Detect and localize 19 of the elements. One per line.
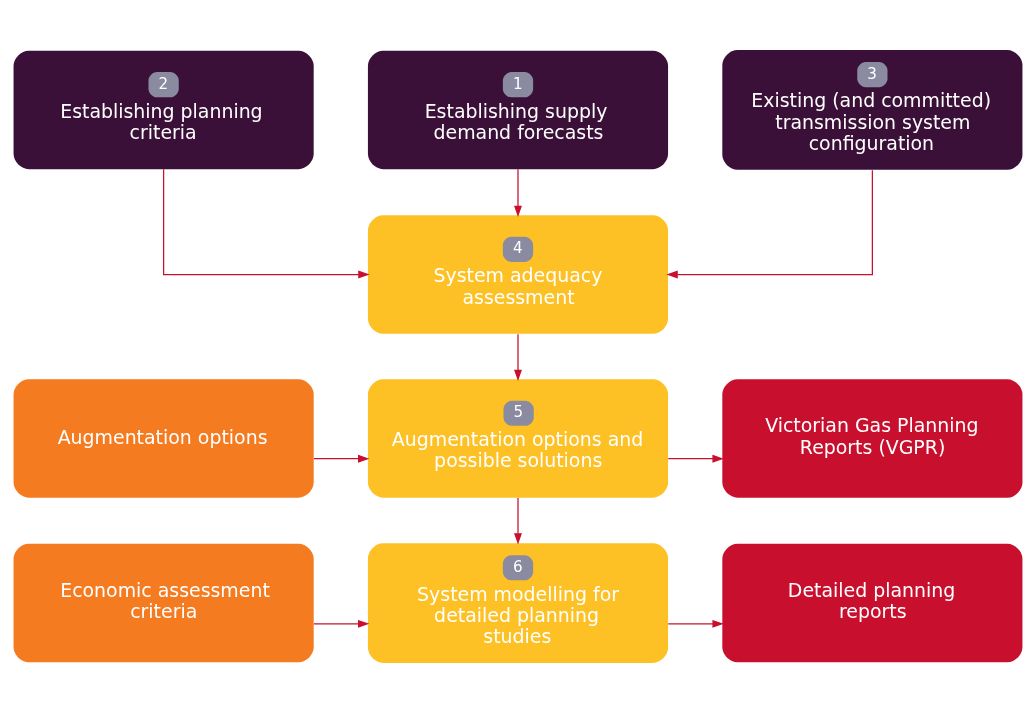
arrow xyxy=(667,619,724,628)
node-box: 6 System modelling for detailed planning studies xyxy=(367,543,669,663)
arrow xyxy=(313,619,370,628)
arrow xyxy=(667,454,724,463)
node-box: Economic assessment criteria xyxy=(13,543,314,663)
node-box: 2 Establishing planning criteria xyxy=(13,50,314,170)
node-box: 4 System adequacy assessment xyxy=(367,215,669,334)
arrow xyxy=(514,333,522,382)
arrow xyxy=(666,169,873,279)
arrow xyxy=(313,454,370,463)
node-box: 1 Establishing supply demand forecasts xyxy=(367,50,669,170)
arrow xyxy=(163,168,370,279)
node-box: 5 Augmentation options and possible solutions xyxy=(367,379,669,498)
arrow xyxy=(514,497,522,545)
node-box: Victorian Gas Planning Reports (VGPR) xyxy=(722,379,1023,498)
node-box: 3 Existing (and committed) transmission system configuration xyxy=(722,50,1023,170)
node-box: Augmentation options xyxy=(13,379,314,498)
node-box: Detailed planning reports xyxy=(722,543,1023,663)
arrow xyxy=(514,168,522,218)
